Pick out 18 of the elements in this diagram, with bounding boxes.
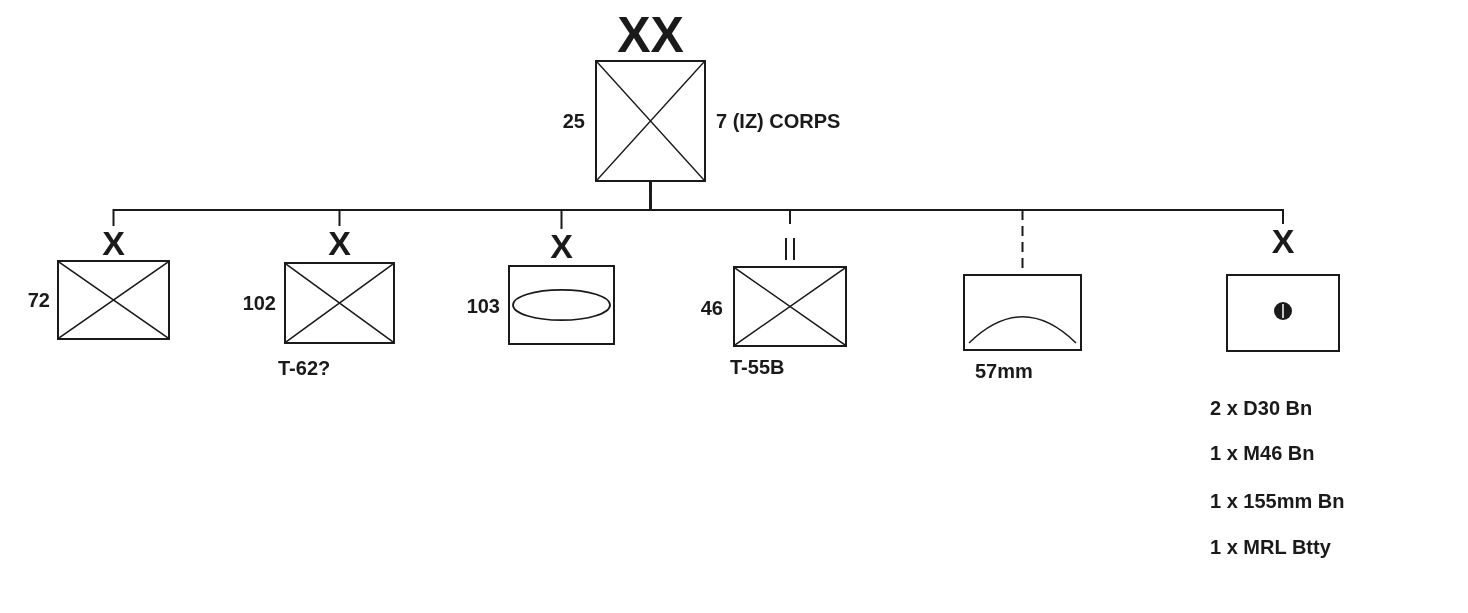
echelon-marker: X bbox=[328, 226, 351, 262]
echelon-marker: X bbox=[1271, 224, 1295, 262]
echelon-marker: XX bbox=[617, 10, 684, 60]
unit-label: 46 bbox=[700, 297, 723, 319]
unit-label: T-55B bbox=[730, 356, 785, 378]
unit-label: 72 bbox=[27, 289, 50, 311]
unit-label: 7 (IZ) CORPS bbox=[716, 110, 841, 132]
echelon-marker: X bbox=[102, 226, 125, 260]
unit-label: 2 x D30 Bn bbox=[1210, 397, 1313, 419]
unit-label: 102 bbox=[242, 292, 276, 314]
unit-label: 1 x MRL Btty bbox=[1210, 536, 1331, 558]
unit-label: T-62? bbox=[278, 357, 331, 379]
unit-label: 103 bbox=[466, 295, 500, 317]
unit-label: 1 x 155mm Bn bbox=[1210, 490, 1345, 512]
unit-label: 57mm bbox=[975, 360, 1033, 382]
unit-label: 1 x M46 Bn bbox=[1210, 442, 1315, 464]
unit-label: 25 bbox=[562, 110, 585, 132]
echelon-marker: X bbox=[550, 229, 573, 265]
